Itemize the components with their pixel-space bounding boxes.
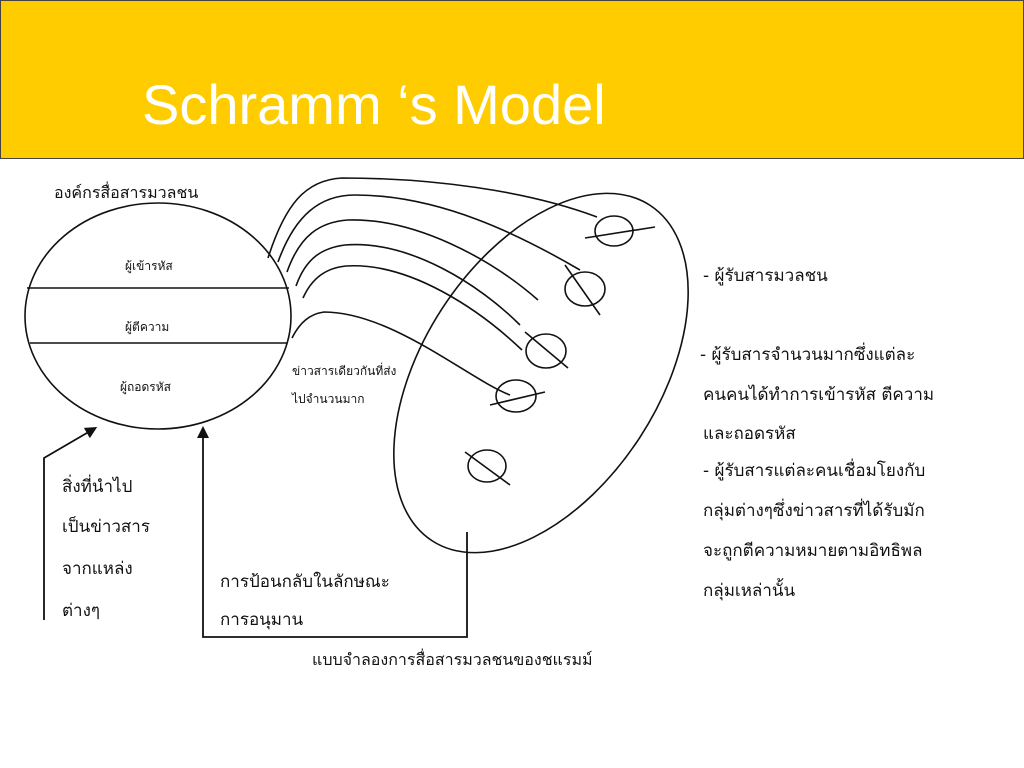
audience-note-line: - ผู้รับสารแต่ละคนเชื่อมโยงกับ [703, 461, 926, 481]
audience-note-line: - ผู้รับสารจำนวนมากซึ่งแต่ละ [700, 345, 916, 365]
diagram-caption: แบบจำลองการสื่อสารมวลชนของชแรมม์ [312, 650, 593, 669]
receiver-icon [489, 379, 546, 413]
decoder-label: ผู้ถอดรหัส [120, 380, 171, 394]
audience-note-line: คนคนได้ทำการเข้ารหัส ตีความ [703, 385, 935, 405]
feedback-label-line: การอนุมาน [220, 610, 304, 630]
input-label-line: จากแหล่ง [62, 559, 133, 579]
receiver-icon [524, 331, 569, 369]
message-lines [267, 177, 598, 396]
audience-note-line: และถอดรหัส [703, 424, 796, 444]
interpreter-label: ผู้ตีความ [125, 320, 170, 334]
input-label-line: ต่างๆ [62, 601, 101, 621]
messages-label-line: ข่าวสารเดียวกันที่ส่ง [292, 364, 397, 378]
organization-ellipse [24, 202, 292, 430]
message-line [295, 243, 521, 326]
messages-label-line: ไปจำนวนมาก [292, 392, 365, 406]
audience-note-line: จะถูกตีความหมายตามอิทธิพล [703, 541, 923, 561]
audience-note-line: กลุ่มเหล่านั้น [703, 581, 796, 601]
input-label-line: เป็นข่าวสาร [62, 517, 150, 537]
message-line [302, 265, 523, 351]
message-line [291, 311, 511, 396]
audience-ellipse [393, 192, 689, 554]
slide-title: Schramm ‘s Model [142, 73, 606, 136]
feedback-label-line: การป้อนกลับในลักษณะ [220, 572, 390, 592]
message-line [286, 219, 539, 301]
receiver-icon [564, 264, 606, 316]
input-label-line: สิ่งที่นำไป [62, 477, 133, 497]
organization-label: องค์กรสื่อสารมวลชน [54, 183, 199, 202]
audience-note-line: - ผู้รับสารมวลชน [703, 266, 828, 286]
feedback-arrow [197, 426, 468, 638]
receiver-icon [464, 449, 511, 486]
receiver-icon [584, 215, 656, 247]
receivers [464, 215, 656, 486]
message-line [277, 194, 581, 271]
message-line [267, 177, 598, 259]
audience-note-line: กลุ่มต่างๆซึ่งข่าวสารที่ได้รับมัก [703, 501, 925, 521]
input-arrow [43, 426, 98, 620]
title-bar [0, 0, 1024, 159]
encoder-label: ผู้เข้ารหัส [125, 259, 173, 273]
